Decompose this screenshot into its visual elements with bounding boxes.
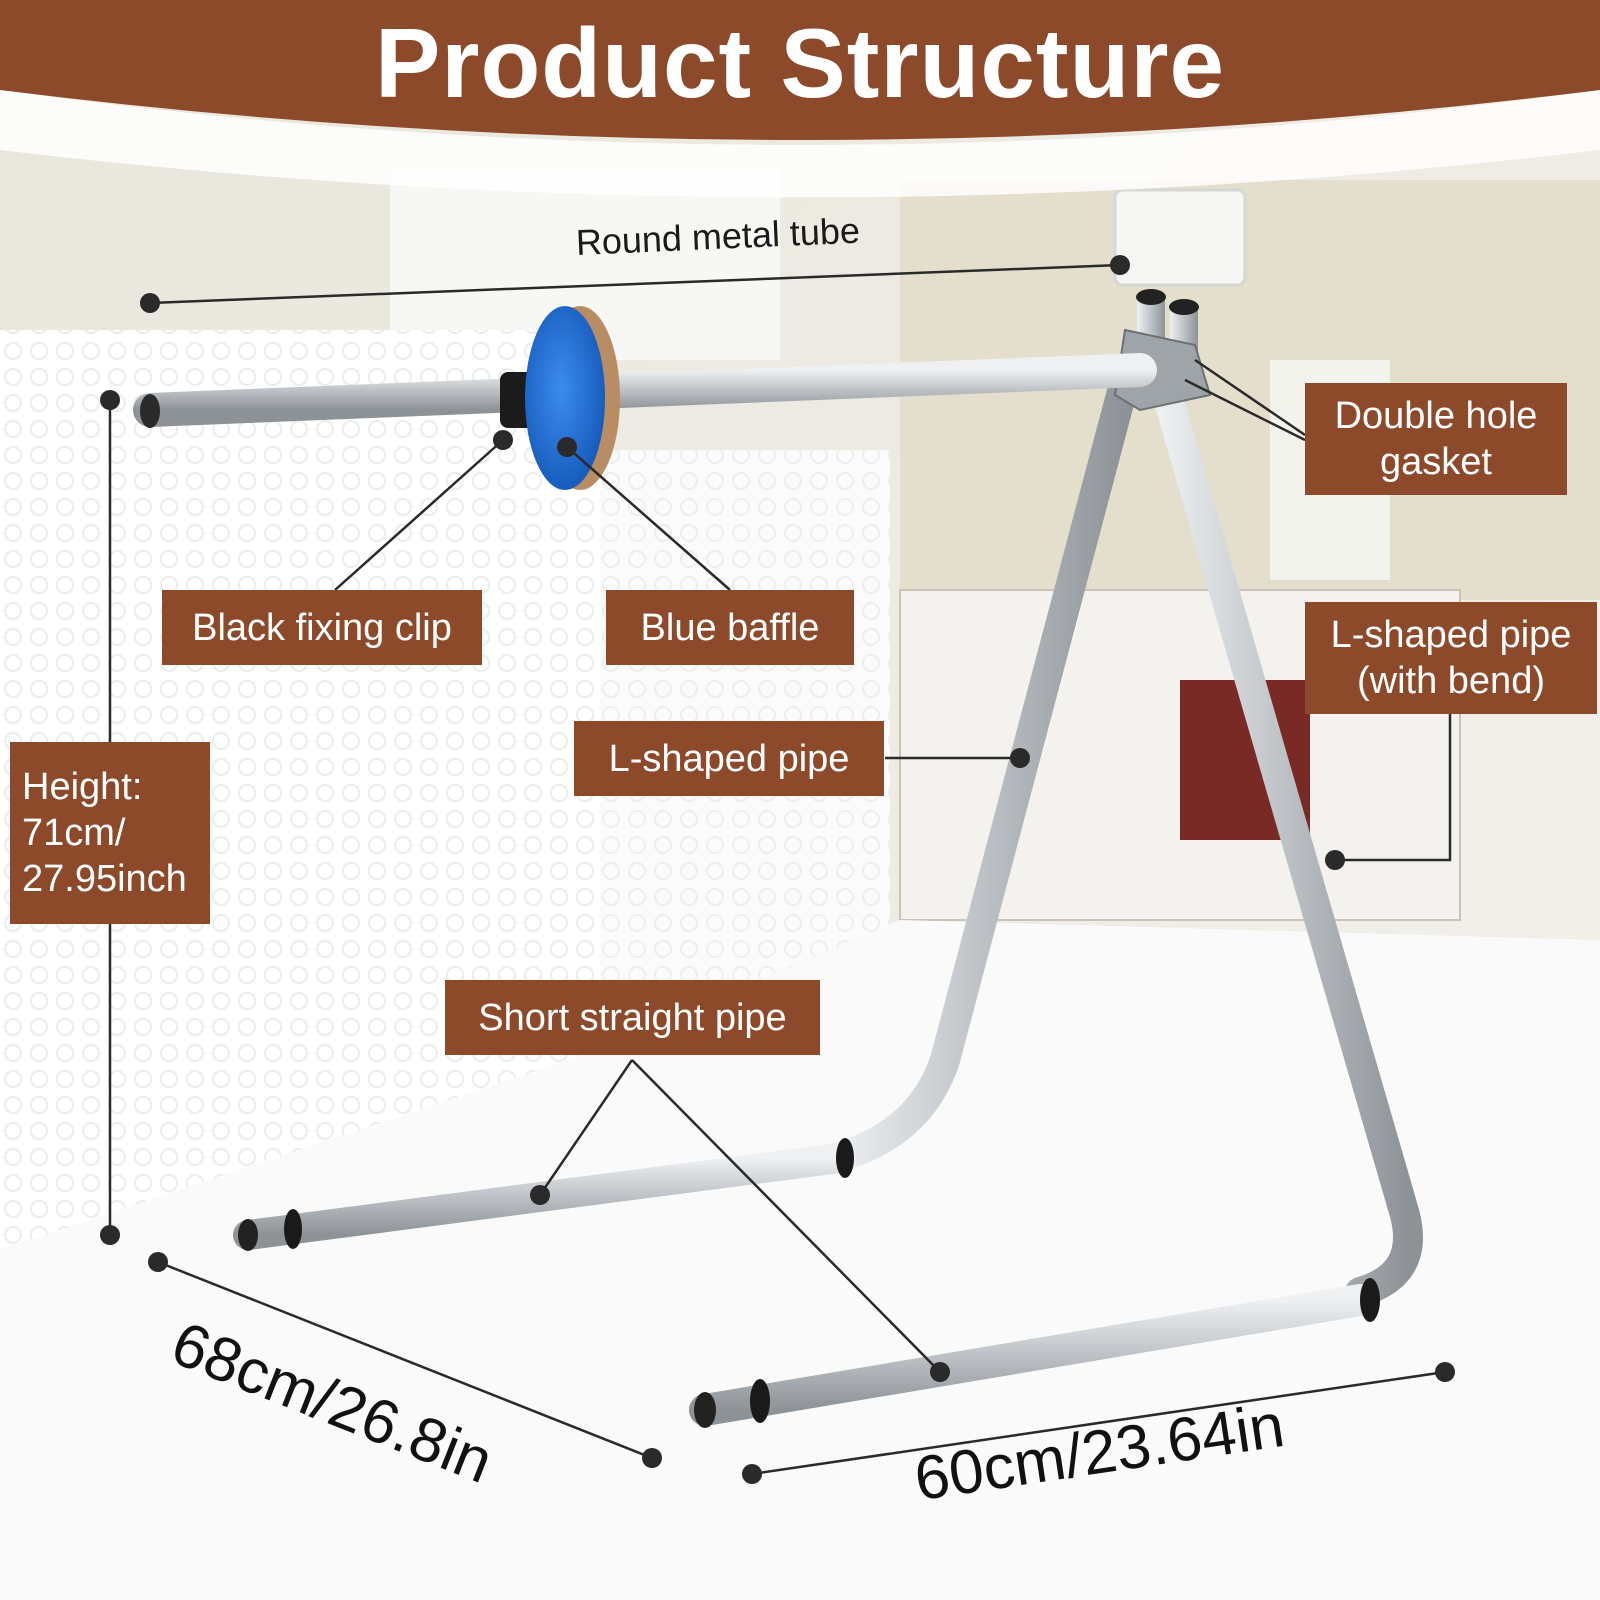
leader-l-bend bbox=[1335, 712, 1452, 862]
dot bbox=[100, 1225, 120, 1245]
double-hole-gasket-label: Double hole gasket bbox=[1305, 383, 1567, 495]
blue-baffle bbox=[525, 306, 605, 490]
black-fixing-clip-label: Black fixing clip bbox=[162, 590, 482, 665]
leader-round-tube bbox=[149, 263, 1121, 305]
joint-cap-1 bbox=[1136, 289, 1166, 305]
table-surface bbox=[0, 920, 1600, 1600]
depth-line bbox=[157, 1260, 653, 1460]
dot bbox=[148, 1252, 168, 1272]
dot bbox=[530, 1185, 550, 1205]
pipe-ring-front-2 bbox=[836, 1138, 854, 1178]
dot bbox=[930, 1362, 950, 1382]
dot bbox=[140, 293, 160, 313]
leader-baffle bbox=[566, 446, 731, 591]
dot bbox=[642, 1448, 662, 1468]
round-metal-tube bbox=[133, 353, 1157, 427]
dot bbox=[1435, 1362, 1455, 1382]
leader-short-1 bbox=[538, 1059, 634, 1196]
leader-gasket-2 bbox=[1184, 378, 1306, 442]
pipe-ring-front-1 bbox=[284, 1209, 302, 1249]
blue-baffle-label: Blue baffle bbox=[606, 590, 854, 665]
leader-dots bbox=[100, 255, 1455, 1484]
l-shaped-pipe-label: L-shaped pipe bbox=[574, 721, 884, 796]
dot bbox=[1325, 850, 1345, 870]
pipe-ring-back-1 bbox=[750, 1379, 770, 1423]
leader-clip bbox=[334, 439, 504, 591]
leader-gasket-1 bbox=[1194, 358, 1306, 437]
tube-end-cap bbox=[140, 394, 160, 428]
dot bbox=[100, 390, 120, 410]
header-banner bbox=[0, 0, 1600, 140]
joint-cap-2 bbox=[1169, 299, 1199, 315]
leader-short-2 bbox=[631, 1059, 941, 1373]
short-straight-pipe-label: Short straight pipe bbox=[445, 980, 820, 1055]
short-straight-pipe-back bbox=[689, 1284, 1376, 1426]
pipe-end-cap-front bbox=[238, 1219, 258, 1251]
dot bbox=[742, 1464, 762, 1484]
l-shaped-pipe-left-leg bbox=[820, 365, 1140, 1173]
dot bbox=[1110, 255, 1130, 275]
l-shaped-pipe-bend-label: L-shaped pipe (with bend) bbox=[1305, 602, 1597, 714]
pipe-end-cap-back bbox=[694, 1392, 716, 1428]
header-banner-shadow bbox=[0, 90, 1600, 198]
dot bbox=[557, 437, 577, 457]
page-title: Product Structure bbox=[374, 8, 1226, 118]
width-line bbox=[751, 1370, 1446, 1476]
dot bbox=[1010, 748, 1030, 768]
air-conditioner bbox=[1113, 188, 1247, 287]
pipe-ring-back-2 bbox=[1360, 1278, 1380, 1322]
dot bbox=[493, 430, 513, 450]
height-label: Height: 71cm/ 27.95inch bbox=[10, 742, 210, 924]
